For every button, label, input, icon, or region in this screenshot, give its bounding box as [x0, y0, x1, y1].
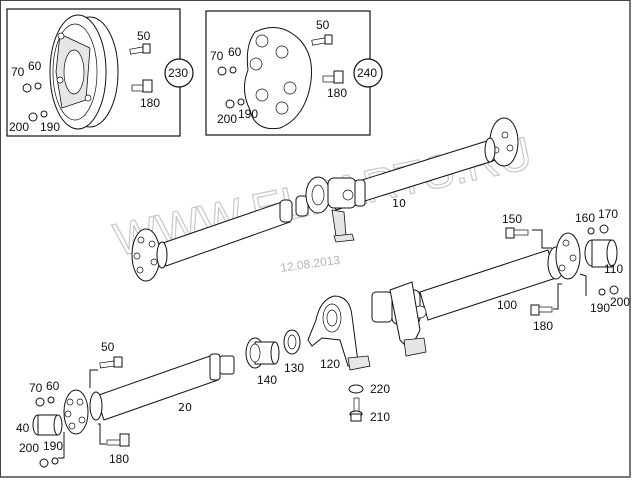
label-180-front: 180	[109, 452, 129, 466]
label-100: 100	[497, 298, 517, 312]
nut-170-icon	[599, 224, 609, 234]
bearing-130	[283, 329, 301, 355]
label-50-front: 50	[101, 340, 115, 354]
nut-200-240-icon	[225, 99, 235, 109]
washer-190-240-icon	[237, 98, 245, 106]
nut-200-front-icon	[39, 458, 49, 468]
main-shaft-10: 10	[131, 117, 519, 282]
label-70: 70	[11, 65, 25, 79]
washer-60-front-icon	[47, 396, 55, 404]
front-assembly-20: 40 70 60 50 200 190 180 20	[16, 340, 235, 468]
label-200-rear: 200	[610, 295, 630, 309]
sleeve-110	[584, 239, 618, 268]
label-50: 50	[137, 29, 151, 43]
label-140: 140	[257, 373, 277, 387]
rear-assembly-100: 150 160 170 110 190 200 180 100	[371, 207, 630, 357]
label-200-front: 200	[19, 441, 39, 455]
nut-70-icon	[22, 83, 32, 93]
sleeve-40	[32, 414, 63, 436]
label-60: 60	[28, 59, 42, 73]
flex-disc-240	[244, 27, 313, 130]
label-50-240: 50	[316, 18, 330, 32]
bolt-180-240	[322, 70, 344, 84]
callout-240	[353, 58, 383, 88]
inset-240: 50 180 70 60 200 190 240	[205, 10, 383, 136]
washer-190-rear-icon	[598, 288, 606, 296]
bolt-50-front	[89, 356, 123, 388]
label-10: 10	[392, 197, 406, 210]
label-200-240: 200	[217, 112, 237, 126]
bolt-50-230	[129, 43, 151, 55]
label-160: 160	[575, 211, 595, 225]
nut-70-front-icon	[35, 397, 45, 407]
callout-230	[164, 58, 194, 88]
label-170: 170	[598, 207, 618, 221]
label-70-240: 70	[210, 49, 224, 63]
label-200: 200	[9, 120, 29, 134]
center-bearing-bracket-120	[307, 295, 371, 371]
date-stamp: 12.08.2013	[279, 253, 341, 275]
bolt-150	[505, 227, 552, 249]
callout-240-label: 240	[357, 66, 377, 80]
nut-200-rear-icon	[609, 285, 619, 295]
label-210: 210	[370, 410, 390, 424]
nut-70-240-icon	[217, 66, 227, 76]
bolt-50-240	[311, 34, 333, 46]
label-60-front: 60	[46, 379, 60, 393]
label-180-rear: 180	[533, 319, 553, 333]
label-180: 180	[140, 96, 160, 110]
label-190-front: 190	[43, 439, 63, 453]
dust-cap-140	[245, 337, 280, 369]
flex-disc-230	[49, 14, 119, 130]
label-190-rear: 190	[590, 301, 610, 315]
center-parts: 120 130 140 220 210	[245, 295, 390, 424]
washer-60-icon	[34, 82, 42, 90]
label-60-240: 60	[228, 45, 242, 59]
bolt-180-rear	[530, 283, 562, 316]
label-120: 120	[320, 357, 340, 371]
label-110: 110	[604, 262, 623, 276]
bolt-210	[349, 397, 363, 422]
label-190-240: 190	[238, 107, 258, 121]
label-40: 40	[16, 421, 30, 435]
callout-230-label: 230	[168, 66, 188, 80]
washer-220-icon	[348, 384, 364, 394]
label-190: 190	[40, 120, 60, 134]
bolt-180-230	[131, 79, 153, 93]
washer-160-icon	[587, 227, 595, 235]
nut-200-icon	[28, 112, 38, 122]
label-180-240: 180	[327, 86, 347, 100]
washer-190-front-icon	[51, 457, 59, 465]
flex-disc-rear	[555, 232, 581, 280]
inset-230: 50 180 70 60 200 190 230	[6, 8, 194, 137]
label-70-front: 70	[29, 381, 43, 395]
label-220: 220	[370, 382, 390, 396]
label-150: 150	[502, 212, 522, 226]
washer-60-240-icon	[229, 66, 237, 74]
label-130: 130	[284, 361, 304, 375]
bolt-180-front	[98, 423, 130, 447]
label-20: 20	[178, 401, 192, 414]
washer-190-icon	[40, 110, 48, 118]
